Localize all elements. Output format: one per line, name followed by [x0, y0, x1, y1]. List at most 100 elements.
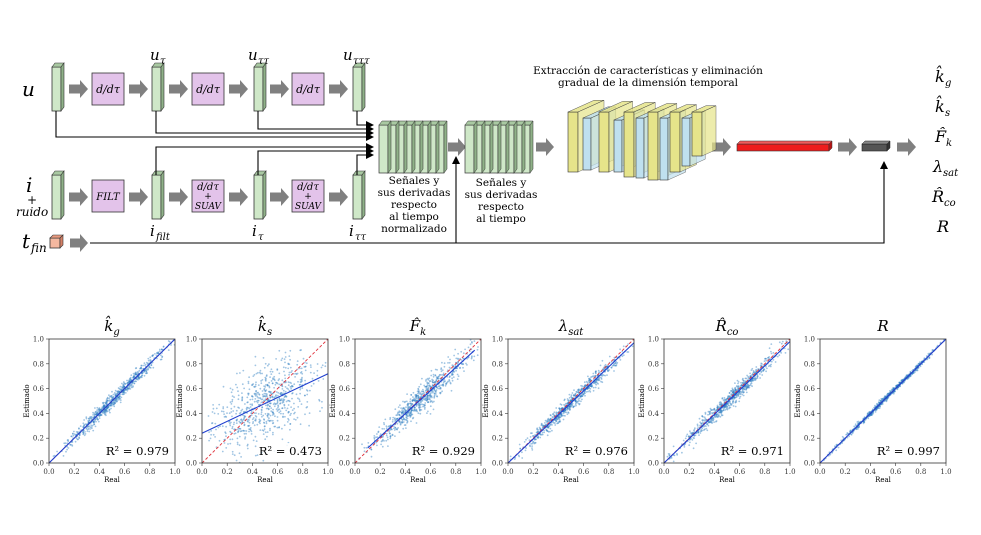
data-point [848, 435, 850, 438]
data-point [283, 404, 286, 407]
data-point [536, 430, 539, 433]
data-point [148, 366, 150, 369]
data-point [321, 406, 323, 409]
data-point [286, 387, 288, 390]
signal-bar-i-tautau [352, 170, 366, 220]
data-point [734, 388, 737, 391]
op-deriv-suav-1: d/dτ + SUAV [191, 179, 225, 213]
data-point [139, 367, 141, 370]
data-point [711, 409, 713, 411]
svg-text:R̂: R̂ [931, 187, 944, 206]
data-point [67, 447, 70, 449]
data-point [277, 409, 280, 411]
data-point [95, 420, 97, 423]
data-point [107, 406, 110, 408]
data-point [567, 411, 570, 414]
x-tick-label: 0.8 [144, 468, 155, 476]
data-point [545, 429, 548, 432]
data-point [126, 388, 129, 390]
data-point [161, 355, 164, 358]
data-point [608, 355, 611, 358]
data-point [283, 403, 286, 406]
data-point [274, 383, 277, 386]
data-point [132, 385, 135, 388]
y-axis-label: Estimado [482, 384, 490, 417]
data-point [134, 380, 137, 383]
data-point [451, 364, 454, 367]
data-point [122, 391, 125, 394]
signal-slice [378, 124, 389, 174]
data-point [254, 454, 257, 457]
data-point [242, 410, 245, 413]
data-point [469, 343, 472, 346]
data-point [927, 352, 930, 355]
data-point [750, 369, 753, 371]
data-point [401, 420, 403, 423]
y-tick-label: 0.0 [804, 460, 815, 468]
data-point [85, 416, 88, 419]
x-tick-label: 0.0 [196, 468, 207, 476]
data-point [776, 355, 779, 358]
data-point [728, 395, 731, 397]
data-point [567, 412, 570, 414]
data-point [562, 414, 565, 417]
data-point [156, 357, 158, 360]
data-point [95, 413, 97, 416]
data-point [529, 436, 532, 438]
data-point [133, 380, 136, 383]
data-point [720, 414, 723, 417]
data-point [410, 404, 412, 407]
data-point [610, 366, 613, 369]
data-point [280, 393, 282, 396]
data-point [100, 408, 103, 411]
data-point [448, 379, 451, 381]
data-point [756, 374, 759, 377]
data-point [256, 423, 259, 426]
data-point [926, 355, 928, 357]
data-point [258, 371, 261, 374]
data-point [415, 394, 418, 397]
data-point [82, 432, 85, 435]
x-tick-label: 0.4 [553, 468, 565, 476]
data-point [434, 391, 437, 394]
data-point [429, 401, 432, 403]
data-point [73, 430, 75, 433]
data-point [597, 378, 600, 381]
data-point [911, 373, 914, 376]
data-point [417, 394, 420, 397]
data-point [456, 363, 459, 366]
data-point [73, 433, 76, 435]
data-point [411, 400, 414, 402]
data-point [885, 394, 888, 397]
data-point [118, 390, 121, 393]
data-point [546, 420, 548, 423]
data-point [574, 400, 577, 403]
data-point [704, 417, 707, 420]
svg-text:τ: τ [258, 232, 264, 243]
y-tick-label: 0.0 [186, 460, 197, 468]
data-point [577, 388, 580, 391]
data-point [568, 396, 571, 399]
data-point [305, 362, 308, 365]
data-point [741, 384, 743, 387]
data-point [570, 399, 572, 401]
data-point [532, 435, 535, 437]
data-point [533, 439, 536, 441]
data-point [420, 400, 422, 403]
svg-text:fin: fin [30, 241, 47, 255]
y-tick-label: 0.2 [33, 435, 44, 443]
data-point [377, 431, 380, 434]
plot-title: F̂k [409, 317, 426, 338]
data-point [427, 410, 429, 413]
data-point [123, 386, 126, 388]
data-point [238, 452, 241, 455]
data-point [141, 372, 144, 375]
data-point [415, 399, 418, 402]
data-point [462, 363, 465, 365]
data-point [170, 344, 172, 346]
data-point [720, 409, 722, 412]
data-point [268, 405, 271, 408]
data-point [536, 436, 539, 438]
data-point [284, 366, 287, 369]
data-point [747, 385, 750, 388]
